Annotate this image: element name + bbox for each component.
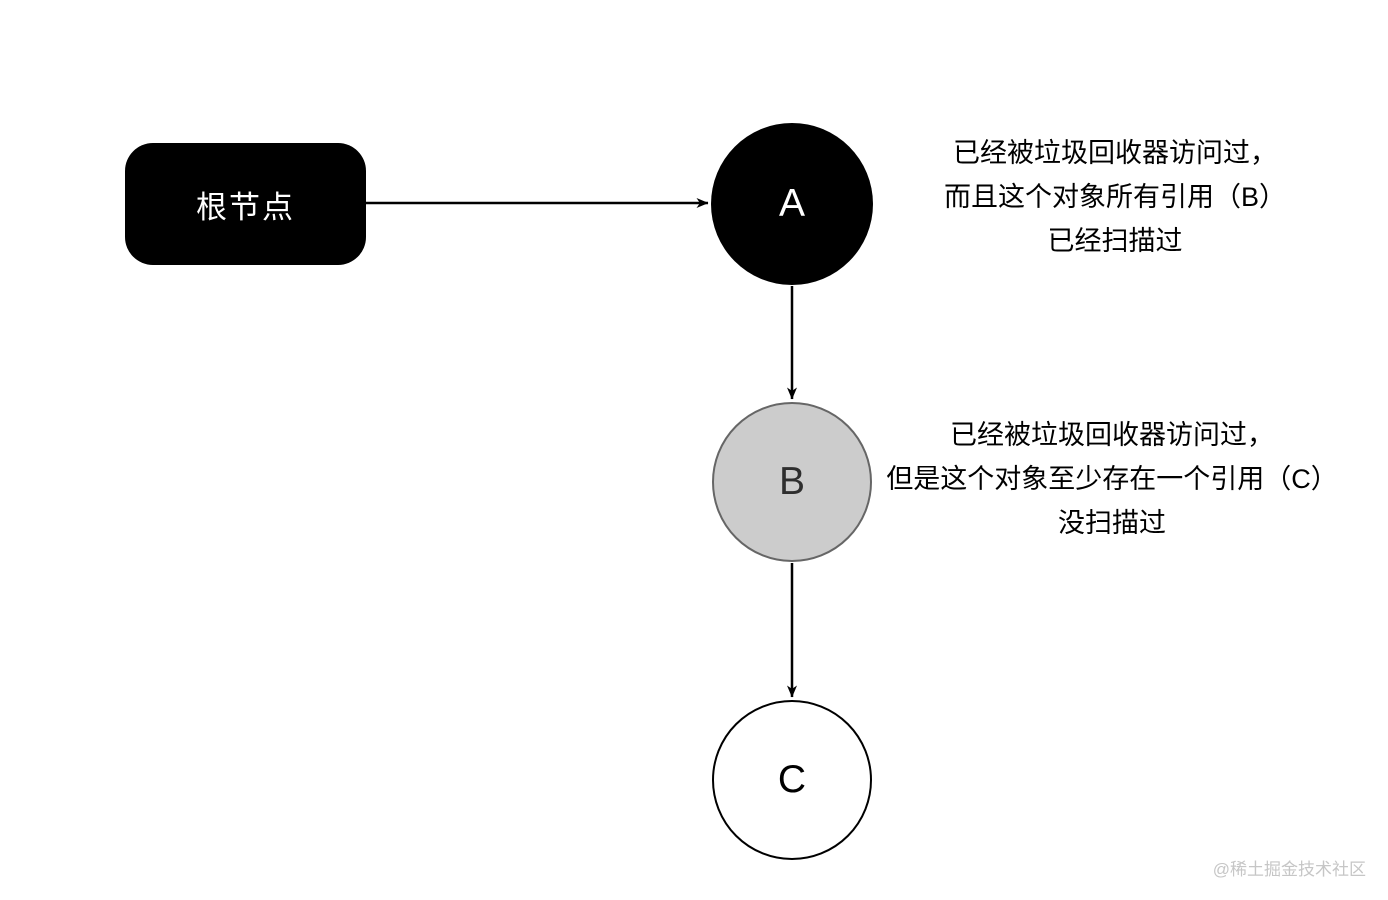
annotation-line: 但是这个对象至少存在一个引用（C）	[886, 464, 1338, 494]
annotation-line: 已经扫描过	[1047, 226, 1183, 256]
node-root[interactable]: 根节点	[125, 143, 366, 265]
annotation-line: 没扫描过	[1058, 508, 1166, 538]
node-a-label: A	[778, 182, 805, 225]
node-c[interactable]: C	[712, 700, 872, 860]
annotation-line: 已经被垃圾回收器访问过，	[950, 420, 1274, 450]
node-c-label: C	[777, 758, 807, 801]
node-b[interactable]: B	[712, 402, 872, 562]
node-root-label: 根节点	[196, 189, 295, 225]
node-b-label: B	[778, 460, 805, 503]
annotation-line: 已经被垃圾回收器访问过，	[953, 138, 1277, 168]
annotation-line: 而且这个对象所有引用（B）	[943, 182, 1286, 212]
watermark: @稀土掘金技术社区	[1212, 860, 1366, 879]
node-a[interactable]: A	[711, 123, 873, 285]
annotation-node-a: 已经被垃圾回收器访问过， 而且这个对象所有引用（B） 已经扫描过	[865, 131, 1365, 263]
annotation-node-b: 已经被垃圾回收器访问过， 但是这个对象至少存在一个引用（C） 没扫描过	[862, 413, 1362, 545]
